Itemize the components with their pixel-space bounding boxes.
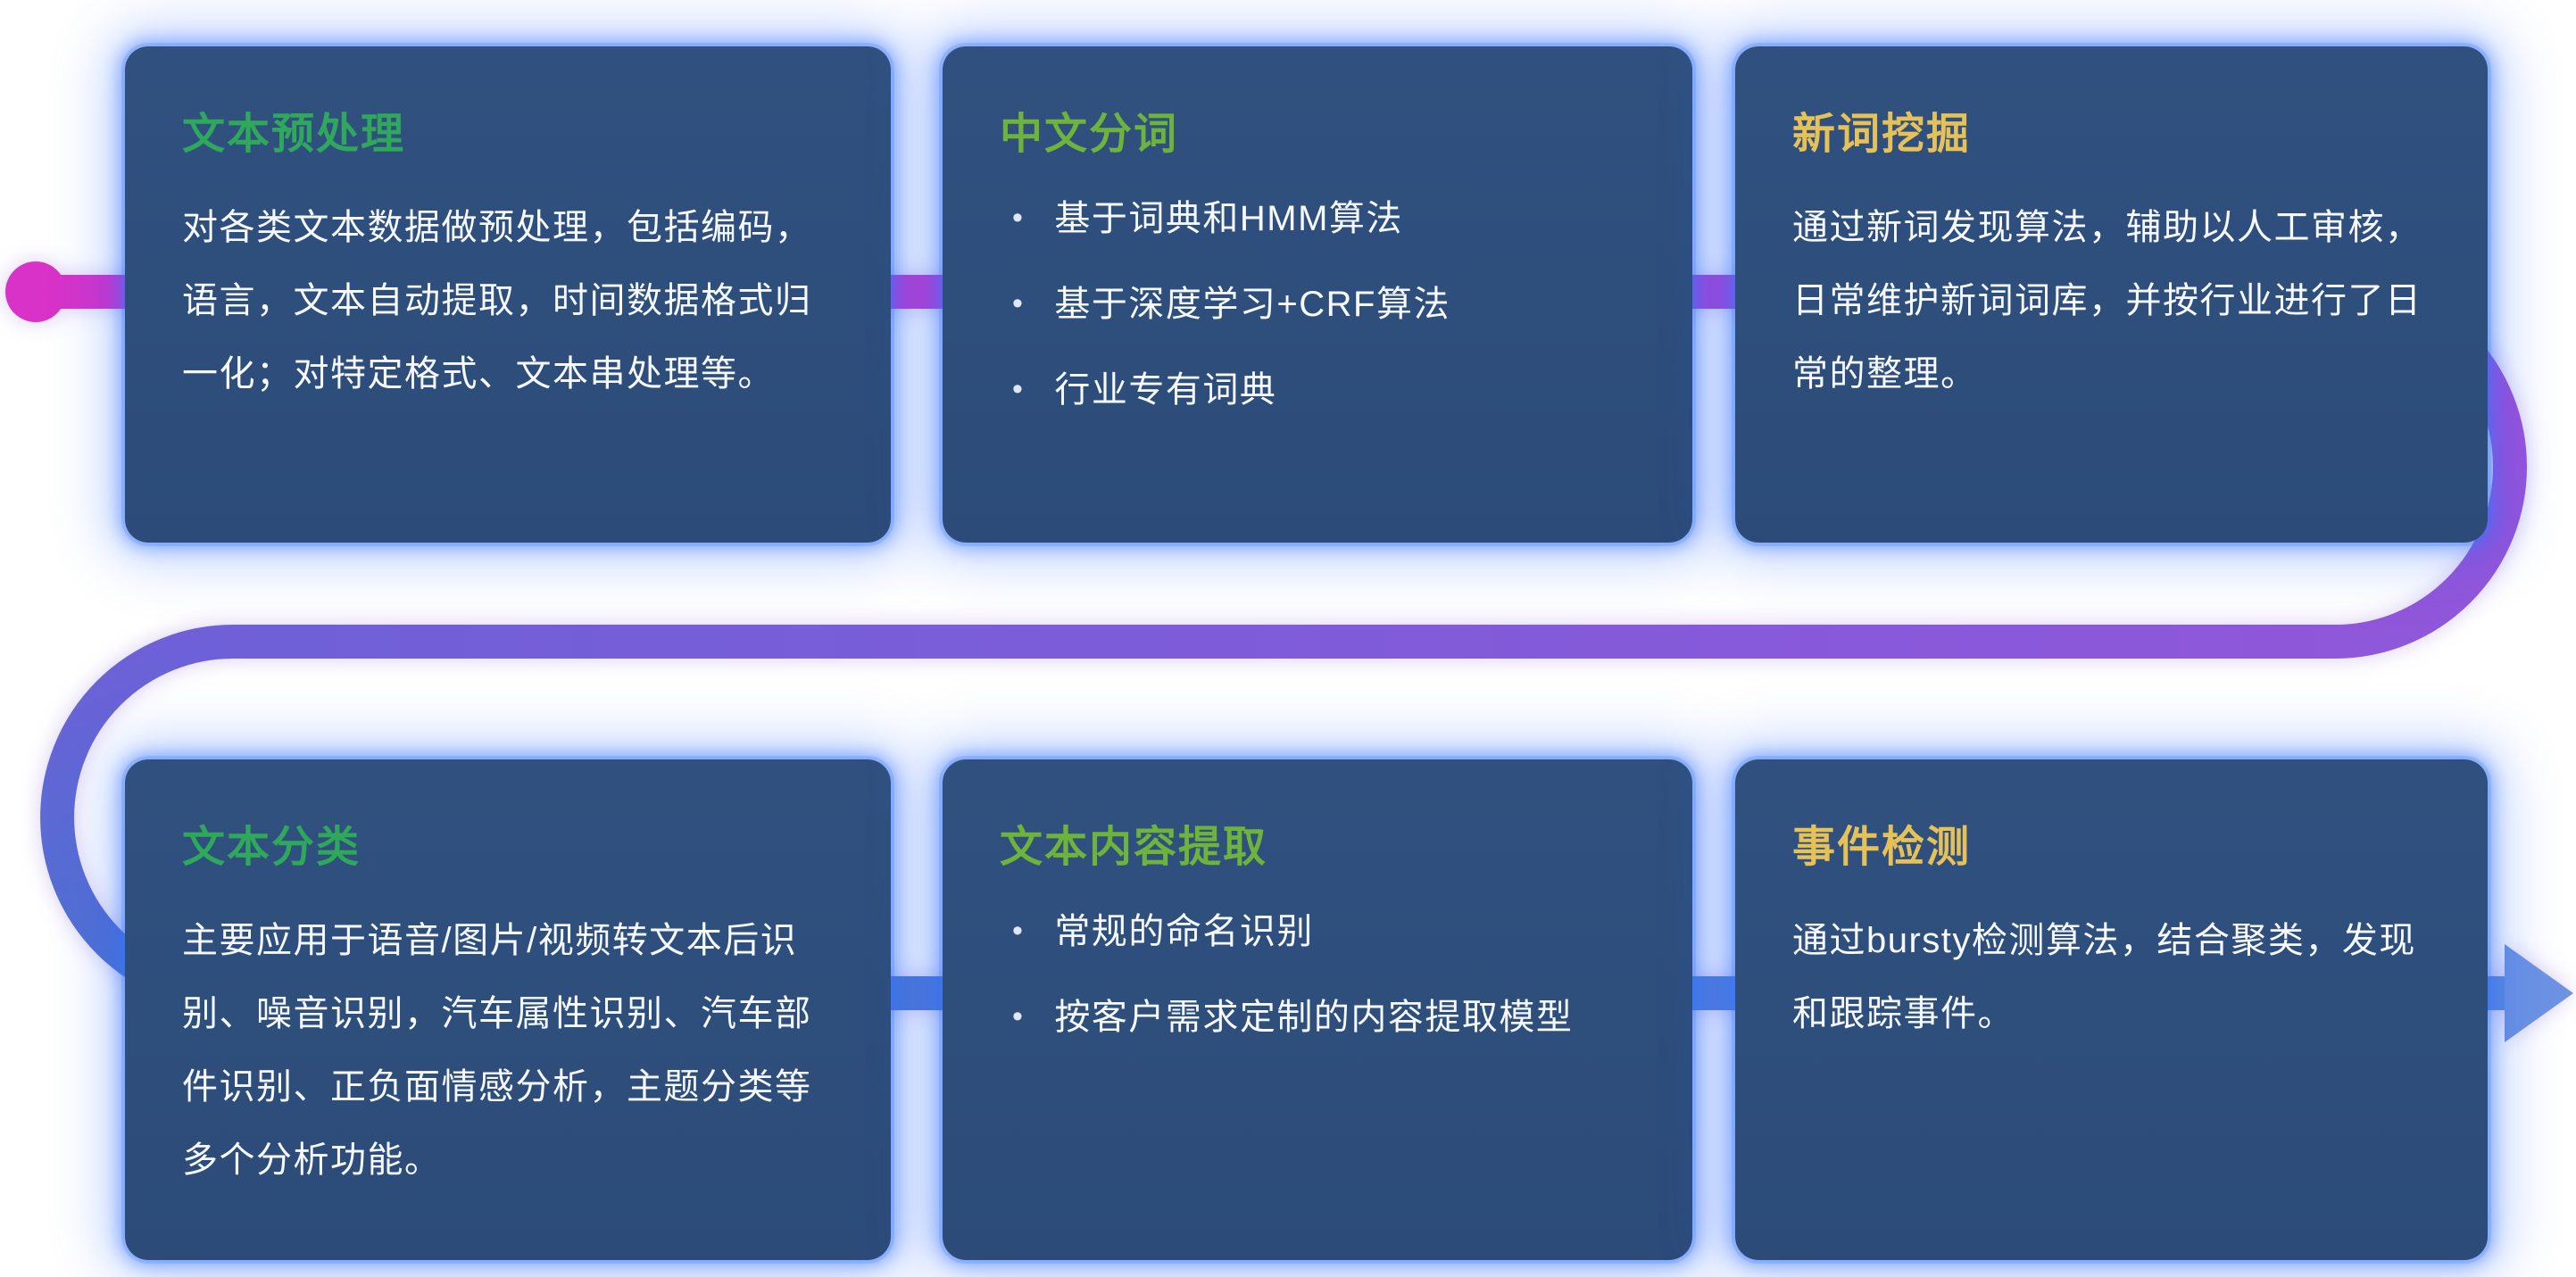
- card-chinese-word-segmentation: 中文分词 • 基于词典和HMM算法 • 基于深度学习+CRF算法 • 行业专有词…: [943, 46, 1692, 543]
- bullet-dot: •: [1012, 999, 1025, 1033]
- card-title: 文本内容提取: [1000, 824, 1268, 871]
- bullet-list: • 常规的命名识别 • 按客户需求定制的内容提取模型: [1000, 904, 1639, 1045]
- bullet-text: 基于深度学习+CRF算法: [1054, 285, 1450, 324]
- card-text-classification: 文本分类 主要应用于语音/图片/视频转文本后识别、噪音识别，汽车属性识别、汽车部…: [125, 759, 891, 1260]
- flow-arrow-icon: [2505, 944, 2573, 1042]
- bullet-text: 常规的命名识别: [1054, 912, 1314, 951]
- bullet-dot: •: [1012, 201, 1025, 235]
- bullet-list: • 基于词典和HMM算法 • 基于深度学习+CRF算法 • 行业专有词典: [1000, 191, 1639, 418]
- bullet-item: • 行业专有词典: [1000, 362, 1639, 418]
- bullet-item: • 常规的命名识别: [1000, 904, 1639, 959]
- card-text-content-extraction: 文本内容提取 • 常规的命名识别 • 按客户需求定制的内容提取模型: [943, 759, 1692, 1260]
- card-new-word-mining: 新词挖掘 通过新词发现算法，辅助以人工审核，日常维护新词词库，并按行业进行了日常…: [1735, 46, 2488, 543]
- card-title: 文本分类: [182, 824, 361, 871]
- bullet-item: • 基于词典和HMM算法: [1000, 191, 1639, 246]
- bullet-dot: •: [1012, 372, 1025, 406]
- bullet-dot: •: [1012, 286, 1025, 320]
- card-title: 事件检测: [1792, 824, 1972, 871]
- card-body: 通过新词发现算法，辅助以人工审核，日常维护新词词库，并按行业进行了日常的整理。: [1792, 208, 2422, 394]
- card-title: 新词挖掘: [1792, 111, 1972, 158]
- card-event-detection: 事件检测 通过bursty检测算法，结合聚类，发现和跟踪事件。: [1735, 759, 2488, 1260]
- bullet-text: 基于词典和HMM算法: [1054, 199, 1403, 238]
- card-body: 主要应用于语音/图片/视频转文本后识别、噪音识别，汽车属性识别、汽车部件识别、正…: [182, 921, 812, 1180]
- card-body: 对各类文本数据做预处理，包括编码，语言，文本自动提取，时间数据格式归一化；对特定…: [182, 208, 812, 394]
- card-title: 中文分词: [1000, 111, 1179, 158]
- bullet-dot: •: [1012, 914, 1025, 948]
- bullet-text: 行业专有词典: [1054, 370, 1277, 410]
- bullet-item: • 基于深度学习+CRF算法: [1000, 277, 1639, 332]
- bullet-item: • 按客户需求定制的内容提取模型: [1000, 990, 1639, 1045]
- bullet-text: 按客户需求定制的内容提取模型: [1054, 998, 1574, 1037]
- card-title: 文本预处理: [182, 111, 406, 158]
- card-text-preprocessing: 文本预处理 对各类文本数据做预处理，包括编码，语言，文本自动提取，时间数据格式归…: [125, 46, 891, 543]
- card-body: 通过bursty检测算法，结合聚类，发现和跟踪事件。: [1792, 921, 2416, 1033]
